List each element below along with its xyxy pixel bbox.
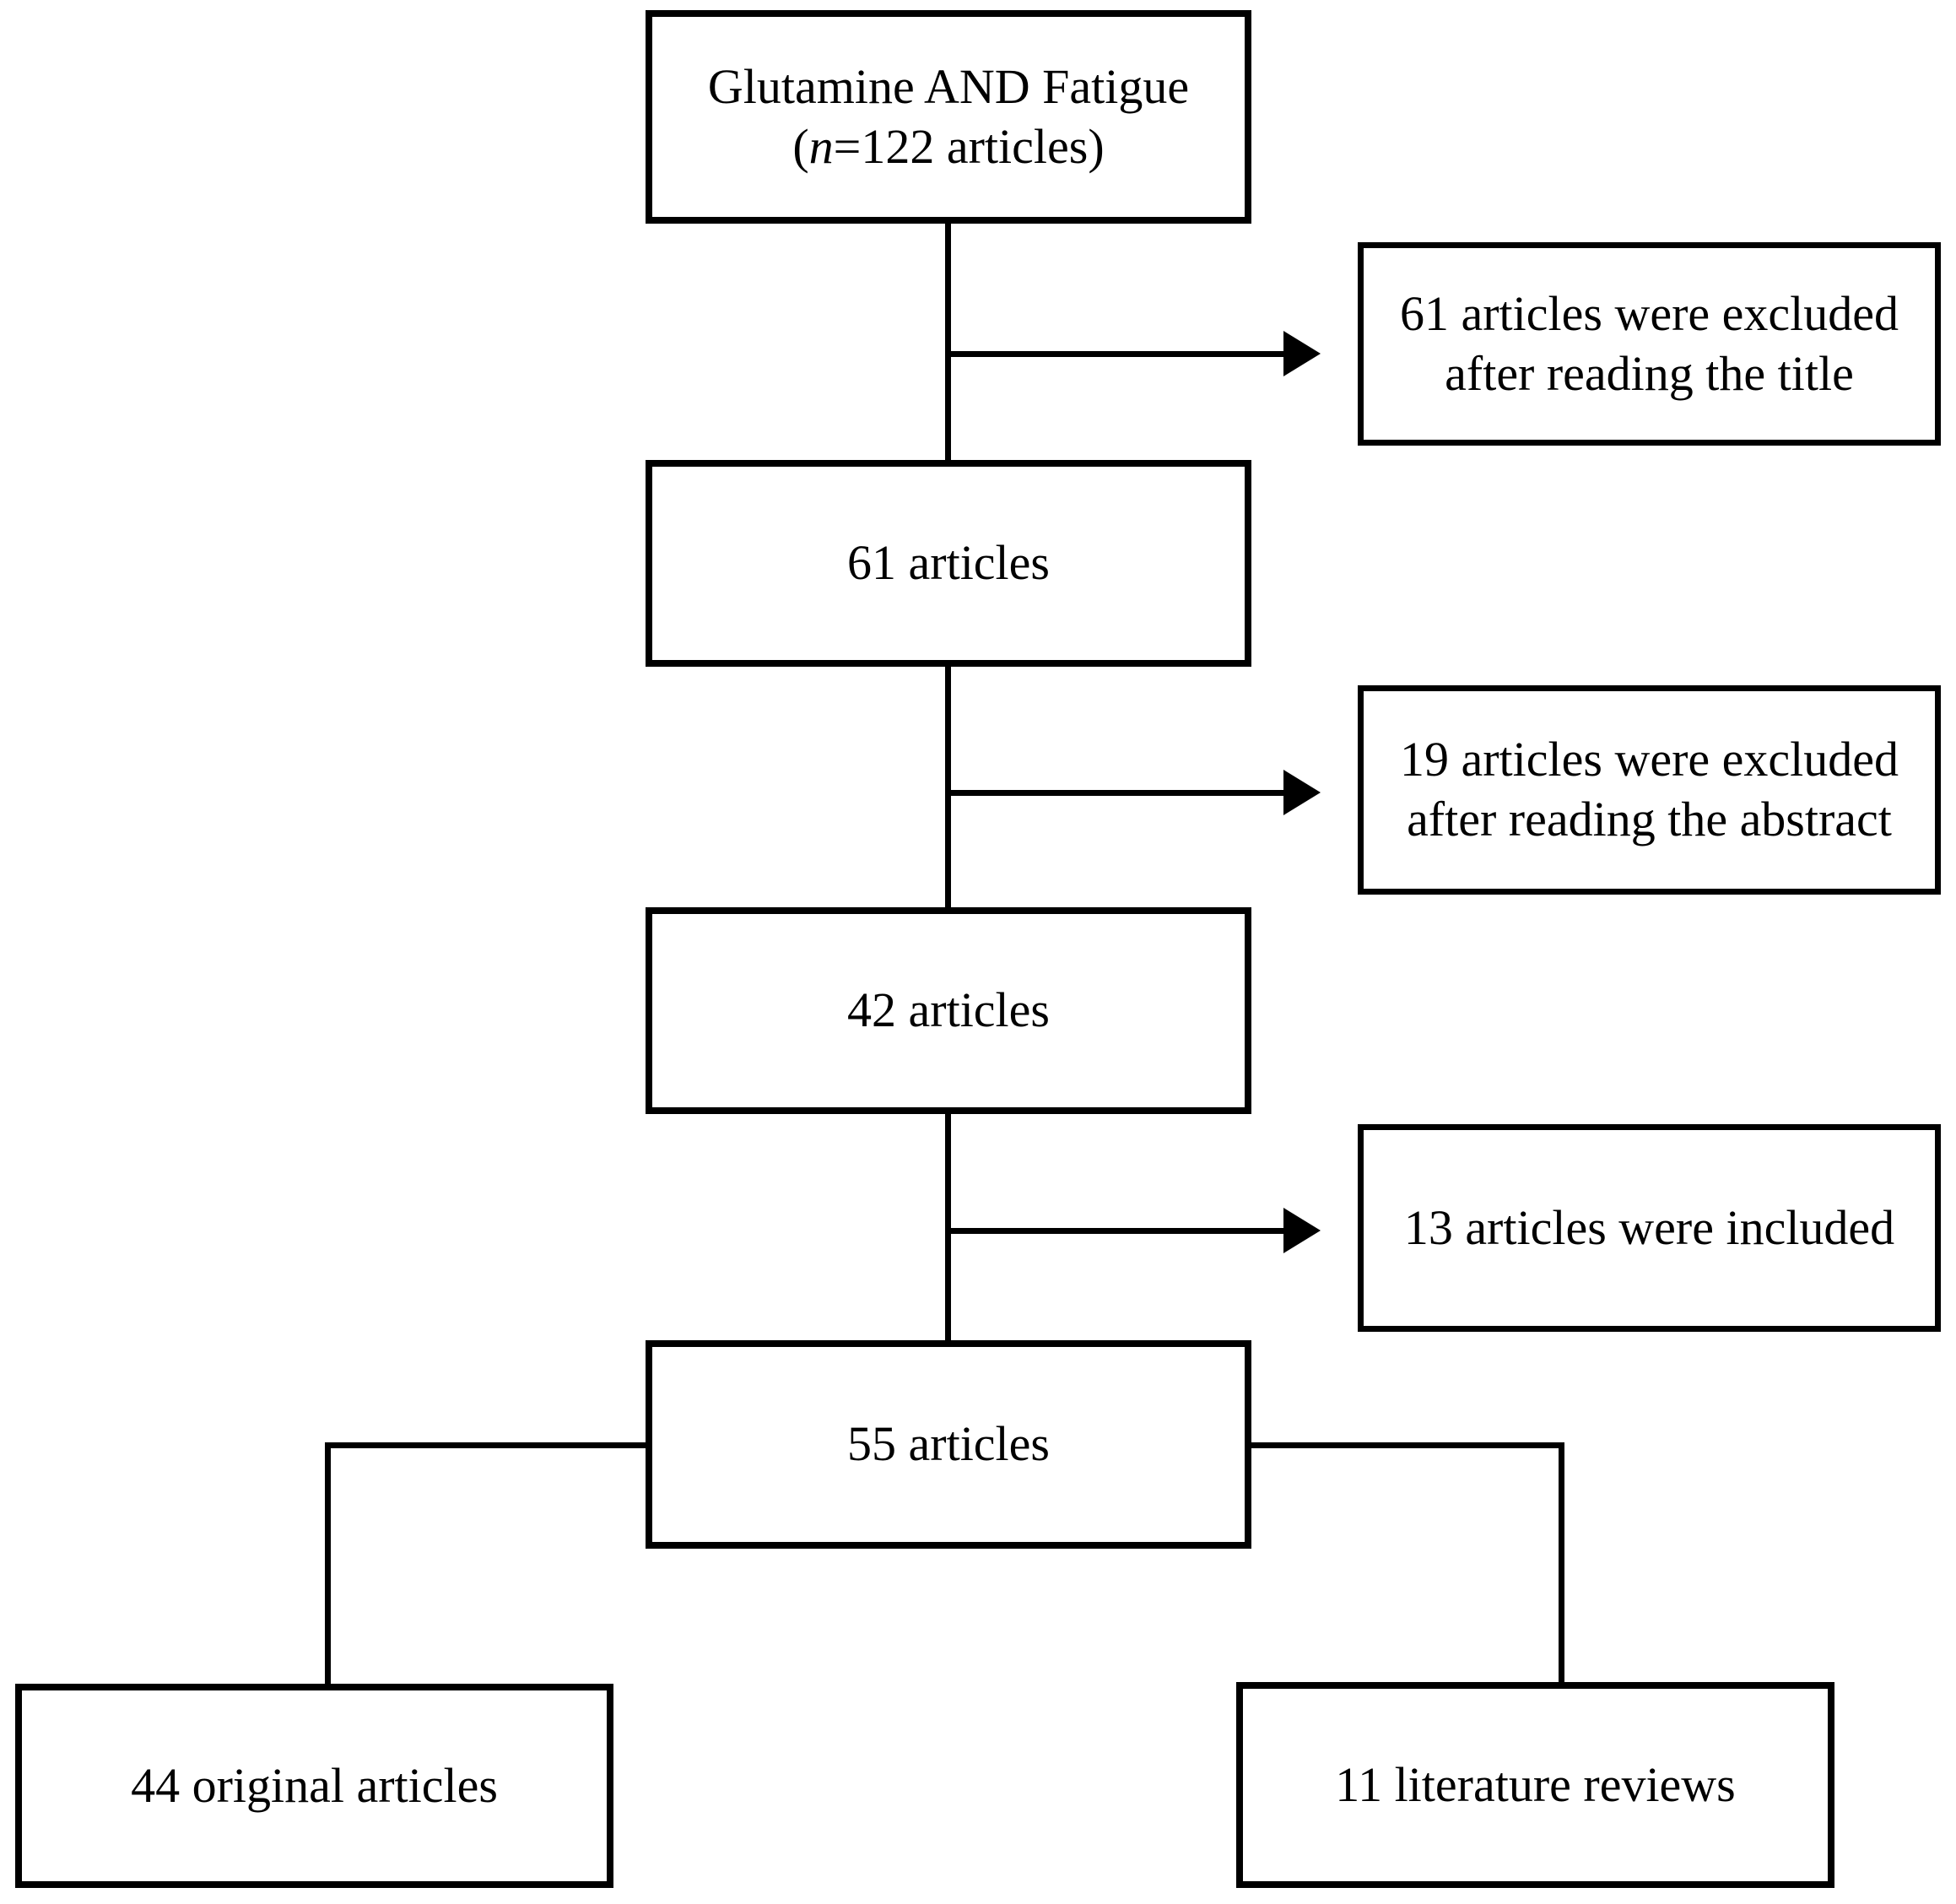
11-literature-reviews-label: 11 literature reviews: [1335, 1756, 1736, 1812]
branch-left-vertical-line: [325, 1442, 331, 1685]
44-original-articles-label: 44 original articles: [131, 1757, 498, 1813]
flow-node-excluded-after-title: 61 articles were excluded after reading …: [1358, 242, 1941, 446]
branch-left-horizontal-line: [325, 1442, 647, 1448]
arrowhead-right-icon: [1283, 770, 1321, 815]
55-articles-label: 55 articles: [847, 1416, 1050, 1472]
connector-61-to-42-articles: [945, 665, 951, 909]
search-query-label: Glutamine AND Fatigue (n=122 articles): [708, 57, 1189, 177]
search-query-paren-open: (: [792, 118, 809, 174]
42-articles-label: 42 articles: [847, 982, 1050, 1038]
arrowhead-right-icon: [1283, 1208, 1321, 1253]
search-query-line1: Glutamine AND Fatigue: [707, 58, 1190, 114]
search-query-n-variable: n: [808, 118, 834, 174]
flow-node-11-literature-reviews: 11 literature reviews: [1236, 1682, 1834, 1888]
flow-node-44-original-articles: 44 original articles: [15, 1684, 613, 1888]
connector-42-to-55-articles: [945, 1112, 951, 1342]
arrow-line-excluded-after-abstract: [948, 790, 1286, 796]
arrowhead-right-icon: [1283, 331, 1321, 376]
flow-node-search-query: Glutamine AND Fatigue (n=122 articles): [646, 10, 1251, 224]
flow-node-13-articles-included: 13 articles were included: [1358, 1124, 1941, 1332]
flow-node-61-articles: 61 articles: [646, 460, 1251, 667]
flow-node-42-articles: 42 articles: [646, 907, 1251, 1114]
arrow-line-excluded-after-title: [948, 351, 1286, 357]
connector-source-to-61-articles: [945, 222, 951, 462]
excluded-after-abstract-label: 19 articles were excluded after reading …: [1400, 732, 1899, 847]
flow-node-excluded-after-abstract: 19 articles were excluded after reading …: [1358, 685, 1941, 895]
search-query-count: =122 articles): [833, 118, 1105, 174]
flow-node-55-articles: 55 articles: [646, 1340, 1251, 1549]
branch-right-horizontal-line: [1250, 1442, 1564, 1448]
branch-right-vertical-line: [1559, 1442, 1564, 1684]
13-included-label: 13 articles were included: [1403, 1199, 1895, 1255]
arrow-line-13-included: [948, 1228, 1286, 1234]
61-articles-label: 61 articles: [847, 535, 1050, 591]
excluded-after-title-label: 61 articles were excluded after reading …: [1400, 285, 1899, 401]
